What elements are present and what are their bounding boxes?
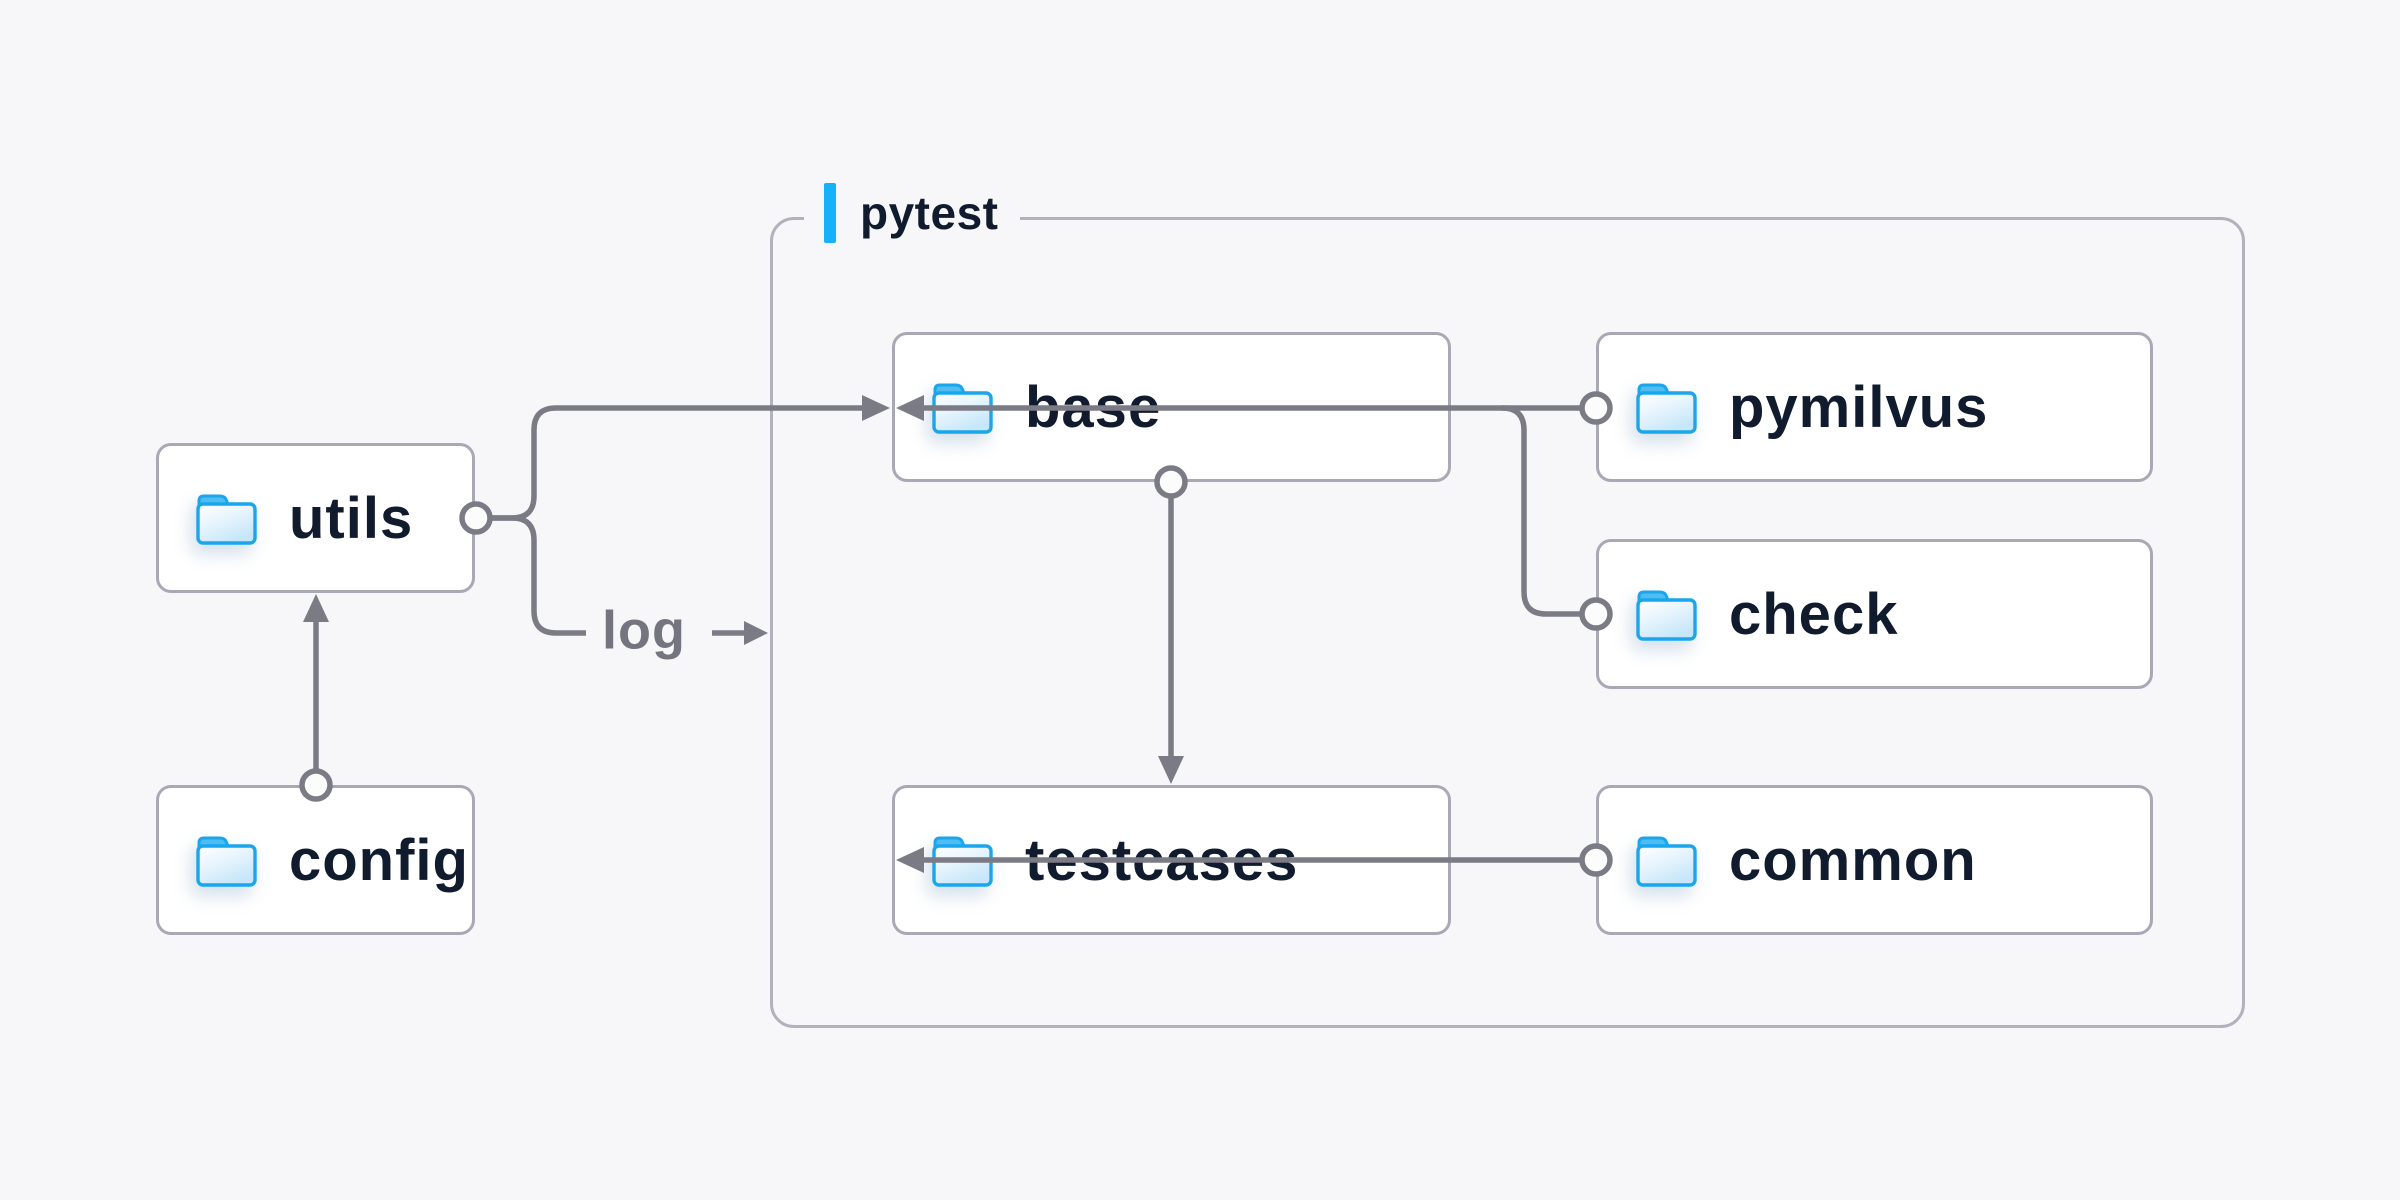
node-pymilvus: pymilvus	[1596, 332, 2153, 482]
arrowhead-into-utils	[303, 594, 329, 622]
node-config: config	[156, 785, 475, 935]
node-check: check	[1596, 539, 2153, 689]
edge-utils-log-line	[490, 515, 586, 636]
node-utils-label: utils	[289, 485, 414, 551]
node-pymilvus-label: pymilvus	[1729, 374, 1989, 440]
node-base: base	[892, 332, 1451, 482]
node-common-label: common	[1729, 827, 1977, 893]
node-testcases-label: testcases	[1025, 827, 1299, 893]
accent-bar	[824, 183, 836, 243]
pytest-group-label-text: pytest	[860, 187, 999, 239]
node-common: common	[1596, 785, 2153, 935]
folder-icon	[1636, 383, 1697, 434]
node-check-label: check	[1729, 581, 1899, 647]
pytest-group-label: pytest	[804, 181, 1021, 245]
folder-icon	[932, 383, 993, 434]
folder-icon	[932, 836, 993, 887]
folder-icon	[1636, 590, 1697, 641]
node-config-label: config	[289, 827, 469, 893]
arrowhead-log-into-group	[744, 621, 768, 645]
folder-icon	[196, 494, 257, 545]
node-base-label: base	[1025, 374, 1162, 440]
pytest-group-container	[770, 217, 2245, 1028]
edge-label-log: log	[602, 600, 686, 661]
node-utils: utils	[156, 443, 475, 593]
folder-icon	[1636, 836, 1697, 887]
node-testcases: testcases	[892, 785, 1451, 935]
folder-icon	[196, 836, 257, 887]
